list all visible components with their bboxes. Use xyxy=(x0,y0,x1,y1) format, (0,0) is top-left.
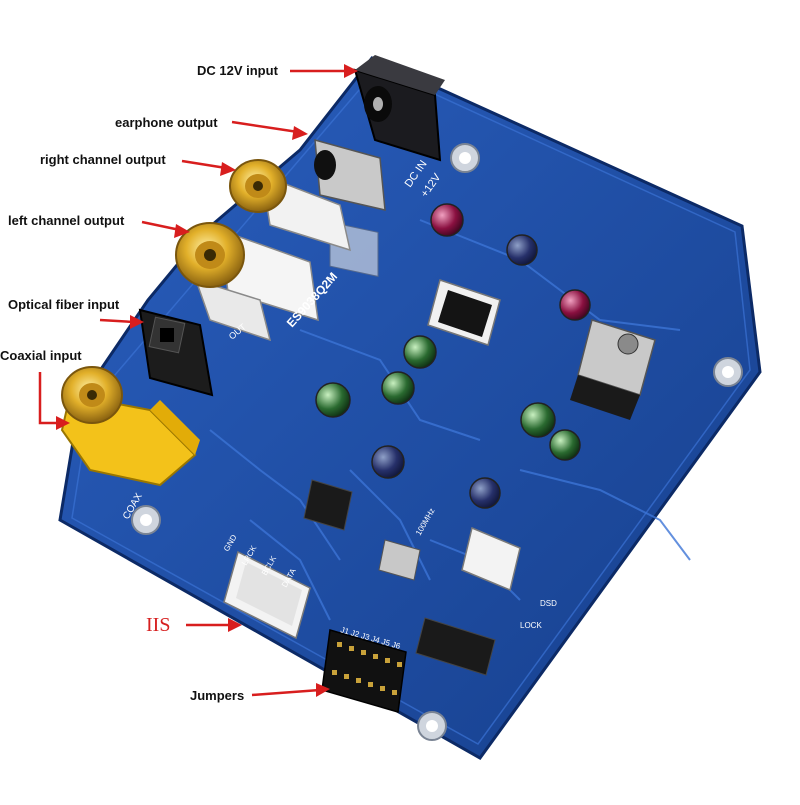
label-dc-input: DC 12V input xyxy=(197,63,278,78)
label-optical-input: Optical fiber input xyxy=(8,297,120,312)
left-channel-rca xyxy=(175,222,245,288)
jumper-header xyxy=(321,629,407,713)
dac-chip xyxy=(303,479,353,531)
oscillator xyxy=(378,539,421,581)
optical-input xyxy=(138,308,214,397)
annotation-arrows xyxy=(38,64,358,697)
label-jumpers: Jumpers xyxy=(190,688,245,703)
label-left-channel-output: left channel output xyxy=(8,213,125,228)
voltage-regulator xyxy=(570,319,656,420)
capacitors xyxy=(315,203,591,509)
arrow-optical xyxy=(99,315,144,329)
arrow-right-channel xyxy=(181,159,236,176)
arrow-iis xyxy=(186,618,242,632)
label-earphone-output: earphone output xyxy=(115,115,218,130)
power-connector xyxy=(461,526,521,592)
label-right-channel-output: right channel output xyxy=(40,152,166,167)
iis-connector xyxy=(223,550,311,640)
label-iis: IIS xyxy=(146,614,171,636)
arrow-coaxial xyxy=(38,372,70,430)
label-coaxial-input: Coaxial input xyxy=(0,348,82,363)
dsd-text: DSD xyxy=(540,599,557,608)
mounting-holes xyxy=(131,143,743,741)
lock-text: LOCK xyxy=(520,621,542,630)
ic-chip xyxy=(415,617,496,676)
arrow-earphone xyxy=(231,120,308,140)
arrow-jumpers xyxy=(251,683,330,697)
right-channel-rca xyxy=(229,159,287,213)
dc-jack xyxy=(353,55,445,162)
arrow-left-channel xyxy=(141,220,190,238)
coaxial-input xyxy=(60,366,200,487)
arrow-dc-input xyxy=(290,64,358,78)
opamp-chip xyxy=(427,279,501,346)
